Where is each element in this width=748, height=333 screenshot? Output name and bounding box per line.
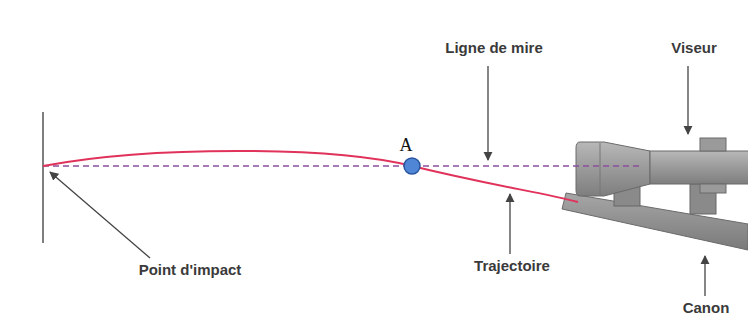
part-label: Canon xyxy=(683,300,730,317)
leader-line xyxy=(487,66,488,160)
point-label: A xyxy=(400,136,413,156)
leader-line xyxy=(687,66,688,134)
scope-turret xyxy=(700,138,726,151)
point-marker xyxy=(404,158,420,174)
scope-tube xyxy=(650,151,748,184)
part-label: Trajectoire xyxy=(474,258,550,275)
leader-line xyxy=(704,256,705,296)
target-line xyxy=(42,112,44,243)
part-label: Viseur xyxy=(671,40,717,57)
scope-turret xyxy=(700,184,726,193)
leader-line xyxy=(50,172,150,258)
barrel xyxy=(562,193,748,250)
scope-ring xyxy=(600,143,601,195)
trajectory-curve xyxy=(43,151,578,202)
leader-line xyxy=(509,194,510,254)
part-label: Ligne de mire xyxy=(445,40,543,57)
line-of-sight xyxy=(43,165,640,167)
part-label: Point d'impact xyxy=(139,262,242,279)
scope-objective xyxy=(576,142,650,196)
